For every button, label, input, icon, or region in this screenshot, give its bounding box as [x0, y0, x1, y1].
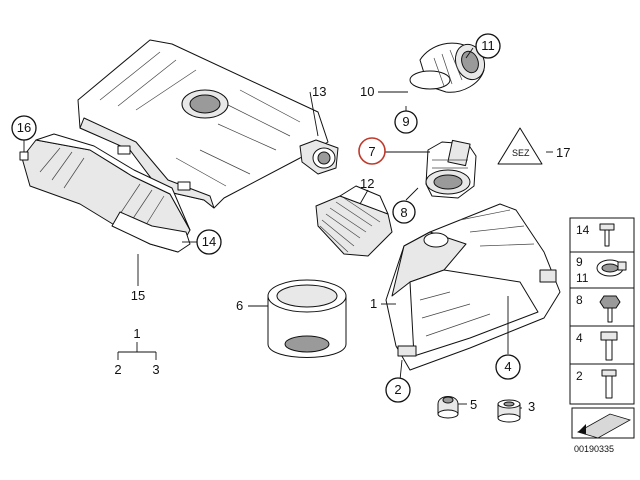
callout-5-label: 5 [470, 397, 477, 412]
drawing-number: 00190335 [574, 444, 614, 454]
callout-3: 3 [528, 399, 535, 414]
callout-10-label: 10 [360, 84, 374, 99]
drawing-reference: 00190335 [571, 407, 635, 454]
callout-2-label: 2 [394, 382, 401, 397]
air-filter-housing-part[interactable] [385, 203, 561, 371]
callout-13-label: 13 [312, 84, 326, 99]
tree-child-left-label: 2 [114, 362, 121, 377]
hardware-row-2[interactable]: 2 [576, 369, 617, 399]
callout-16-label: 16 [17, 120, 31, 135]
callout-12-label: 12 [360, 176, 374, 191]
callout-2[interactable]: 2 [385, 377, 411, 403]
callout-16[interactable]: 16 [11, 115, 37, 141]
hardware-strip: 14 9 11 8 4 2 [569, 217, 635, 405]
callout-6-label: 6 [236, 298, 243, 313]
callout-8[interactable]: 8 [392, 200, 416, 224]
callout-16-circle [11, 115, 37, 141]
callout-14-circle [196, 229, 222, 255]
callout-9[interactable]: 9 [394, 110, 418, 134]
tree-parent-label: 1 [133, 326, 140, 341]
intake-snorkel-part[interactable] [315, 185, 393, 257]
rubber-mount-part[interactable] [497, 399, 521, 423]
callout-15-label: 15 [131, 288, 145, 303]
callout-8-label: 8 [400, 205, 407, 220]
callout-17: 17 [556, 145, 570, 160]
callout-7[interactable]: 7 [358, 137, 386, 165]
hardware-row-8[interactable]: 8 [576, 293, 621, 323]
callout-10: 10 [360, 84, 374, 99]
callout-9-label: 9 [402, 114, 409, 129]
warning-label-part[interactable]: SEZ [497, 127, 543, 165]
callout-8-circle [392, 200, 416, 224]
callout-13: 13 [312, 84, 326, 99]
callout-14-label: 14 [202, 234, 216, 249]
callout-4[interactable]: 4 [495, 354, 521, 380]
grommet-part[interactable] [437, 396, 459, 419]
hardware-row-14[interactable]: 14 [576, 223, 615, 247]
callout-7-label: 7 [368, 144, 375, 159]
callout-17-label: 17 [556, 145, 570, 160]
callout-11-circle [475, 33, 501, 59]
callout-15: 15 [131, 288, 145, 303]
callout-4-circle [495, 354, 521, 380]
callout-1-label: 1 [370, 296, 377, 311]
air-flow-sensor-part[interactable] [425, 139, 477, 199]
hardware-row-8-label: 8 [576, 293, 583, 307]
callout-11-label: 11 [481, 38, 495, 53]
callout-4-label: 4 [504, 359, 511, 374]
callout-7-circle-highlighted [358, 137, 386, 165]
hardware-row-2-label: 2 [576, 369, 583, 383]
hardware-row-4-label: 4 [576, 331, 583, 345]
callout-11[interactable]: 11 [475, 33, 501, 59]
callout-9-circle [394, 110, 418, 134]
filter-element-part[interactable] [267, 279, 347, 358]
hardware-row-9-11[interactable]: 9 11 [576, 255, 627, 285]
assembly-tree: 1 2 3 [114, 326, 159, 377]
air-duct-part[interactable] [19, 133, 191, 253]
callout-1: 1 [370, 296, 377, 311]
callout-5: 5 [470, 397, 477, 412]
warning-symbol-text: SEZ [512, 148, 530, 158]
hardware-row-11-label: 11 [576, 271, 589, 285]
callout-2-circle [385, 377, 411, 403]
callout-6: 6 [236, 298, 243, 313]
hardware-row-9-label: 9 [576, 255, 583, 269]
callout-14[interactable]: 14 [196, 229, 222, 255]
hardware-row-14-label: 14 [576, 223, 590, 237]
callout-3-label: 3 [528, 399, 535, 414]
callout-12: 12 [360, 176, 374, 191]
tree-child-right-label: 3 [152, 362, 159, 377]
hardware-row-4[interactable]: 4 [576, 331, 618, 361]
leader-lines [23, 47, 553, 409]
intake-cover-part[interactable] [77, 39, 339, 209]
